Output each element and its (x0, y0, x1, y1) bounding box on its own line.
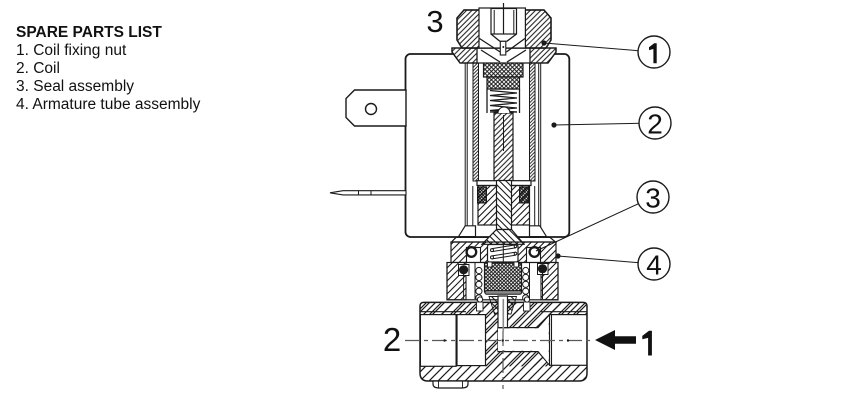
svg-text:2: 2 (383, 321, 401, 358)
svg-text:3: 3 (645, 183, 661, 214)
svg-text:2: 2 (647, 109, 663, 140)
svg-text:4: 4 (646, 250, 662, 281)
svg-text:3: 3 (426, 4, 443, 39)
